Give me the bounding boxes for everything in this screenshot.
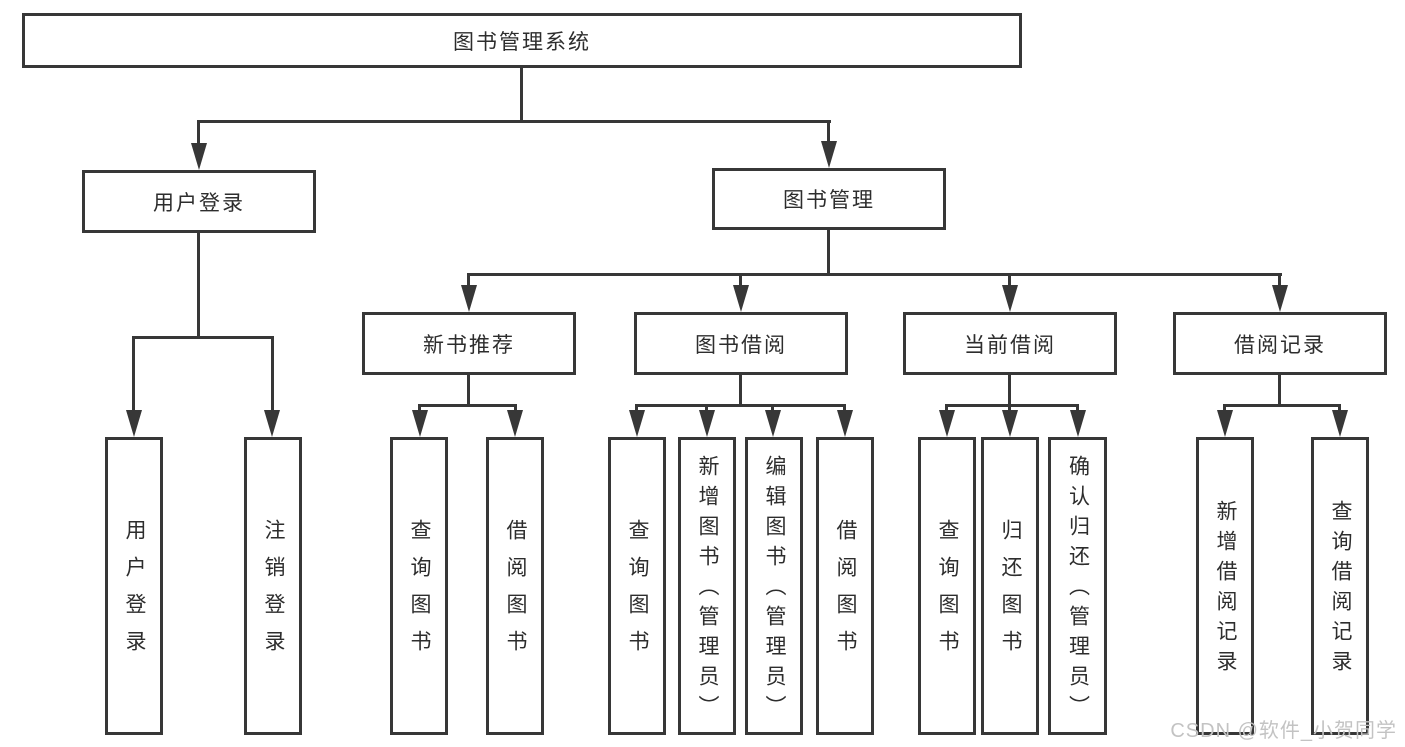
connector-newbooks-stem	[467, 373, 470, 407]
arrow-down-icon	[821, 141, 837, 168]
node-add-book-admin: 新增图书（管理员）	[678, 437, 736, 735]
node-query-books-current-label: 查询图书	[936, 519, 959, 667]
arrow-down-icon	[1070, 410, 1086, 437]
connector-drop-leaf	[705, 404, 708, 414]
arrow-down-icon	[1272, 285, 1288, 312]
node-book-mgmt-label: 图书管理	[783, 189, 875, 212]
arrow-down-icon	[765, 410, 781, 437]
node-edit-book-admin: 编辑图书（管理员）	[745, 437, 803, 735]
arrow-down-icon	[629, 410, 645, 437]
connector-borrow-stem	[739, 373, 742, 407]
arrow-down-icon	[126, 410, 142, 437]
connector-drop-leaf	[514, 404, 517, 414]
connector-root-bar	[197, 120, 831, 123]
node-borrow-books-newbooks: 借阅图书	[486, 437, 544, 735]
connector-userlogin-stem	[197, 233, 200, 339]
arrow-down-icon	[939, 410, 955, 437]
arrow-down-icon	[733, 285, 749, 312]
node-current-borrow-label: 当前借阅	[964, 333, 1056, 357]
connector-current-bar	[945, 404, 1079, 407]
node-borrow-books-borrow-label: 借阅图书	[834, 519, 857, 667]
node-book-borrow: 图书借阅	[634, 312, 848, 375]
arrow-down-icon	[699, 410, 715, 437]
node-query-borrow-record: 查询借阅记录	[1311, 437, 1369, 735]
connector-drop-leaf	[1223, 404, 1226, 414]
node-return-book: 归还图书	[981, 437, 1039, 735]
arrow-down-icon	[507, 410, 523, 437]
connector-borrow-bar	[635, 404, 846, 407]
node-user-login-leaf: 用户登录	[105, 437, 163, 735]
node-current-borrow: 当前借阅	[903, 312, 1117, 375]
node-confirm-return-admin: 确认归还（管理员）	[1048, 437, 1107, 735]
connector-drop-level3	[1278, 273, 1281, 287]
connector-drop-leaf	[771, 404, 774, 414]
connector-drop-leaf	[1008, 404, 1011, 414]
node-query-books-newbooks-label: 查询图书	[408, 519, 431, 667]
connector-drop-leaf	[635, 404, 638, 414]
connector-userlogin-bar	[132, 336, 274, 339]
node-query-books-borrow-label: 查询图书	[626, 519, 649, 667]
node-edit-book-admin-label: 编辑图书（管理员）	[763, 455, 786, 725]
arrow-down-icon	[1002, 410, 1018, 437]
node-query-books-newbooks: 查询图书	[390, 437, 448, 735]
arrow-down-icon	[264, 410, 280, 437]
node-borrow-records: 借阅记录	[1173, 312, 1387, 375]
connector-drop-leaf	[1338, 404, 1341, 414]
node-root-label: 图书管理系统	[453, 30, 591, 54]
connector-records-stem	[1278, 373, 1281, 407]
node-return-book-label: 归还图书	[999, 519, 1022, 667]
node-book-mgmt: 图书管理	[712, 168, 946, 230]
node-user-login-label: 用户登录	[153, 191, 245, 215]
arrow-down-icon	[461, 285, 477, 312]
arrow-down-icon	[191, 143, 207, 170]
arrow-down-icon	[1332, 410, 1348, 437]
node-add-borrow-record: 新增借阅记录	[1196, 437, 1254, 735]
node-query-books-current: 查询图书	[918, 437, 976, 735]
connector-level3-bar	[467, 273, 1282, 276]
connector-drop-leaf	[418, 404, 421, 414]
node-borrow-books-newbooks-label: 借阅图书	[504, 519, 527, 667]
node-borrow-records-label: 借阅记录	[1234, 333, 1326, 357]
node-query-books-borrow: 查询图书	[608, 437, 666, 735]
node-logout: 注销登录	[244, 437, 302, 735]
node-query-borrow-record-label: 查询借阅记录	[1329, 500, 1352, 680]
connector-drop-level3	[739, 273, 742, 287]
arrow-down-icon	[1002, 285, 1018, 312]
node-root: 图书管理系统	[22, 13, 1022, 68]
node-user-login-leaf-label: 用户登录	[123, 519, 146, 667]
connector-drop-book-mgmt	[827, 120, 830, 144]
connector-drop-leaf	[1076, 404, 1079, 414]
connector-drop-leaf	[271, 336, 274, 414]
connector-drop-level3	[1008, 273, 1011, 287]
arrow-down-icon	[412, 410, 428, 437]
connector-drop-level3	[467, 273, 470, 287]
node-new-books: 新书推荐	[362, 312, 576, 375]
node-logout-label: 注销登录	[262, 519, 285, 667]
connector-drop-leaf	[843, 404, 846, 414]
csdn-watermark: CSDN @软件_小贺同学	[1170, 720, 1397, 742]
node-new-books-label: 新书推荐	[423, 333, 515, 357]
arrow-down-icon	[837, 410, 853, 437]
node-book-borrow-label: 图书借阅	[695, 333, 787, 357]
connector-bookmgmt-stem	[827, 230, 830, 276]
node-add-borrow-record-label: 新增借阅记录	[1214, 500, 1237, 680]
arrow-down-icon	[1217, 410, 1233, 437]
connector-drop-leaf	[132, 336, 135, 414]
node-confirm-return-admin-label: 确认归还（管理员）	[1066, 455, 1090, 725]
connector-root-stem	[520, 67, 523, 123]
node-user-login: 用户登录	[82, 170, 316, 233]
node-add-book-admin-label: 新增图书（管理员）	[696, 455, 719, 725]
connector-drop-leaf	[945, 404, 948, 414]
connector-newbooks-bar	[418, 404, 517, 407]
connector-current-stem	[1008, 373, 1011, 407]
node-borrow-books-borrow: 借阅图书	[816, 437, 874, 735]
connector-records-bar	[1223, 404, 1341, 407]
connector-drop-user-login	[197, 120, 200, 146]
